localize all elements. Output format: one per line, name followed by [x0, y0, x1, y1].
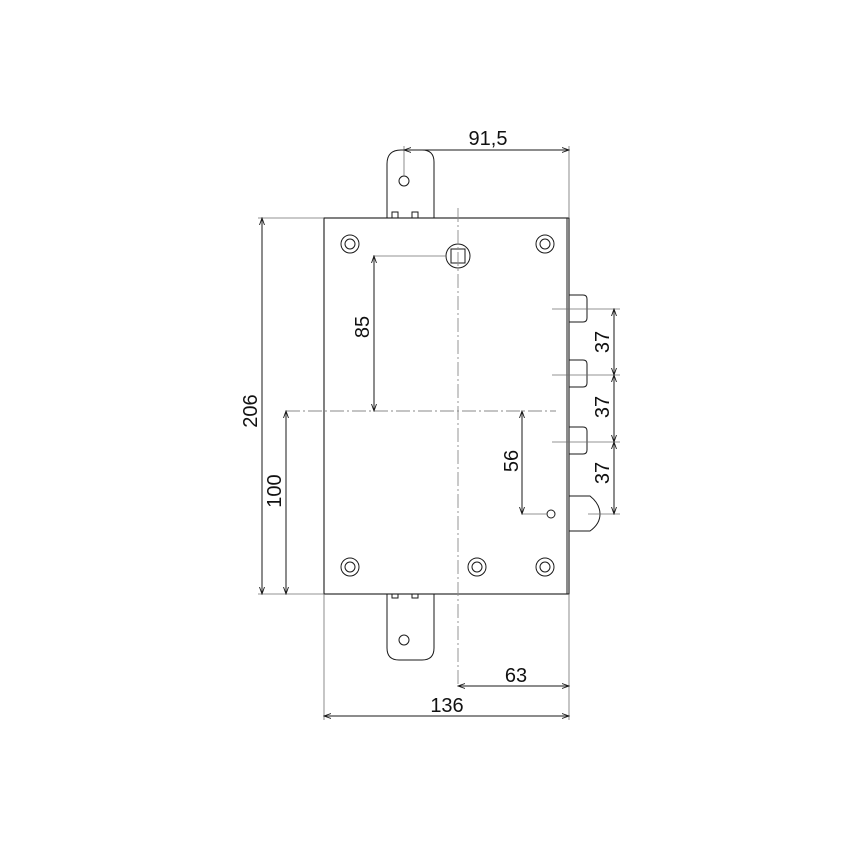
dimension-label: 100: [264, 474, 286, 507]
bottom-mounting-tab: [386, 591, 435, 661]
dimension-handle-to-top: 85: [352, 256, 374, 411]
dimension-label: 85: [352, 316, 374, 338]
dimension-label: 56: [501, 450, 523, 472]
dimension-height-lower: 100: [264, 411, 286, 594]
bolt-upper: [568, 294, 588, 323]
dimension-label: 37: [592, 462, 614, 484]
screw-hole: [535, 234, 555, 254]
dimension-label: 91,5: [469, 128, 508, 150]
screw-hole: [340, 557, 360, 577]
screw-hole: [340, 234, 360, 254]
top-mounting-tab: [386, 149, 435, 219]
latch-bolt: [568, 495, 601, 532]
screw-hole: [535, 557, 555, 577]
dimension-bolt-spacing-3: 37: [592, 442, 614, 514]
dimension-half-width: 63: [458, 665, 569, 687]
bolt-lower: [568, 426, 588, 455]
lock-body: [323, 217, 570, 595]
extension-lines: [258, 146, 620, 720]
dimension-label: 63: [505, 665, 527, 687]
dimension-label: 136: [430, 695, 463, 717]
screw-hole: [467, 557, 487, 577]
dimension-label: 37: [592, 331, 614, 353]
dimension-label: 37: [592, 396, 614, 418]
dimension-total-width: 136: [324, 695, 569, 717]
dimension-bolt-spacing-1: 37: [592, 309, 614, 375]
dimension-label: 206: [240, 394, 262, 427]
dimension-key-offset: 56: [501, 411, 523, 514]
bolt-middle: [568, 359, 588, 388]
dimension-height-total: 206: [240, 218, 262, 594]
dimension-top-width: 91,5: [404, 128, 569, 150]
dimension-bolt-spacing-2: 37: [592, 375, 614, 442]
